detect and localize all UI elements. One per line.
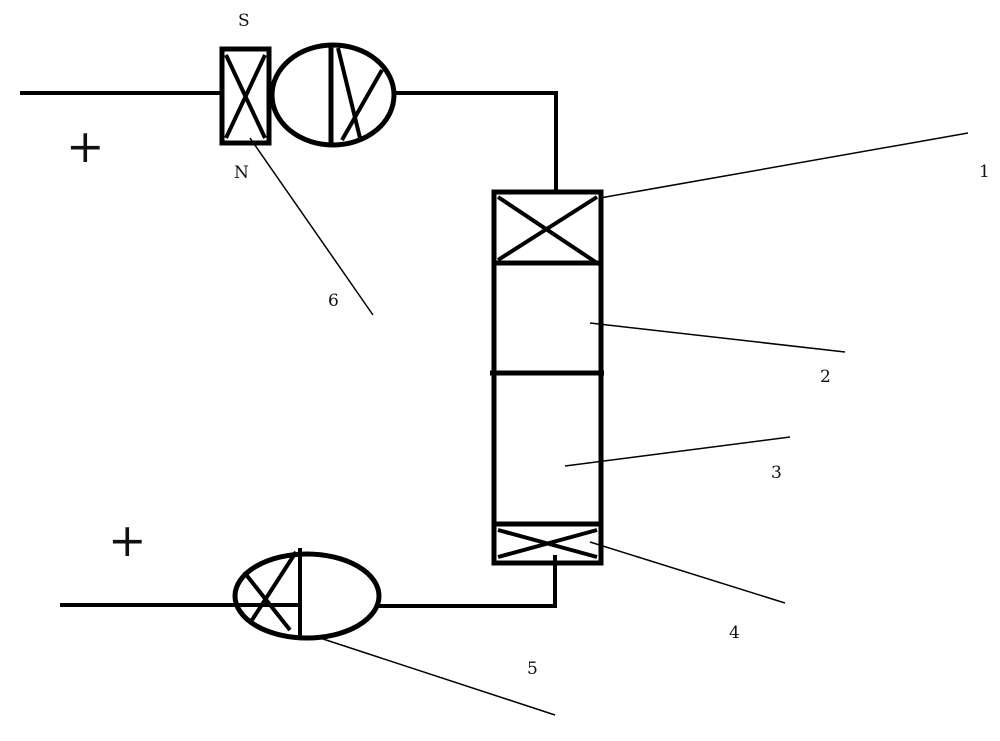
label-n: N [234,163,249,183]
leader-5 [319,637,556,716]
label-5: 5 [527,659,538,679]
label-s: S [238,11,250,31]
top-valve [269,42,397,148]
magnet-box-6 [219,46,272,146]
column [490,189,604,566]
label-1: 1 [979,162,990,182]
bottom-valve-5 [232,548,382,641]
leader-4 [589,541,786,604]
label-plus-top: + [66,119,105,173]
label-plus-bottom: + [108,513,147,567]
top-pipe [395,91,558,192]
leader-1 [599,132,969,199]
leader-6 [249,137,374,316]
label-4: 4 [729,623,740,643]
leader-3 [564,436,791,467]
leader-2 [589,322,846,353]
label-2: 2 [820,367,831,387]
label-6: 6 [328,291,339,311]
bottom-pipe [378,555,557,608]
label-3: 3 [771,463,782,483]
